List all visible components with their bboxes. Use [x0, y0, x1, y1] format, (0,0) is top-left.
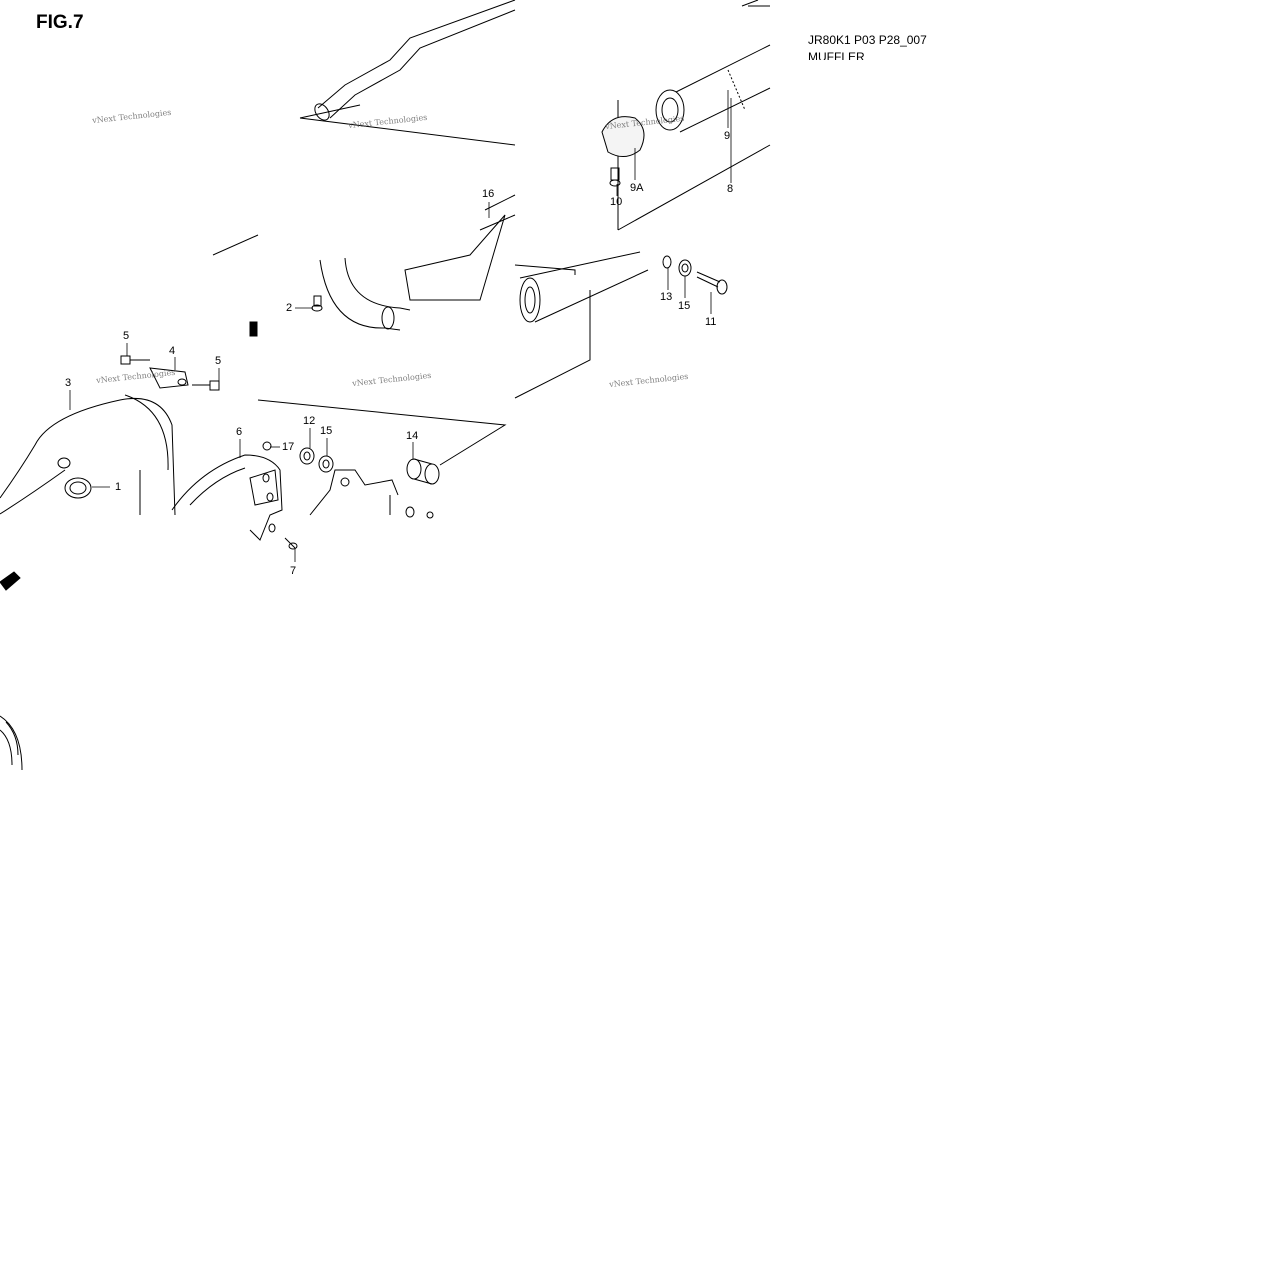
guide-line-upper	[212, 234, 259, 256]
f-mark	[249, 321, 258, 337]
muffler-tube	[514, 251, 649, 323]
bolt-7	[284, 537, 298, 550]
guard-fragment	[0, 715, 23, 771]
callout-3: 3	[65, 377, 72, 389]
callout-8: 8	[727, 183, 734, 195]
callout-12: 12	[303, 415, 316, 427]
washer-15-upper	[678, 259, 692, 277]
top-fragment	[741, 0, 770, 7]
diagram-code: JR80K1 P03 P28_007	[808, 33, 927, 47]
mount-bracket	[309, 469, 434, 519]
middle-exhaust-chamber	[319, 194, 516, 331]
callout-1: 1	[115, 481, 122, 493]
guide-line-lower	[257, 399, 507, 466]
leader-lines	[69, 90, 732, 562]
washer-13	[662, 255, 672, 269]
bolt-5-right	[192, 380, 220, 391]
callout-5-left: 5	[123, 330, 130, 342]
callout-4: 4	[169, 345, 176, 357]
bracket-4	[149, 367, 189, 389]
washer-12	[299, 447, 315, 465]
callout-14: 14	[406, 430, 419, 442]
bolt-17	[262, 441, 272, 451]
heat-guard-6	[171, 454, 283, 541]
callout-9a: 9A	[630, 182, 644, 194]
seal-14	[406, 458, 440, 485]
bolt-5-left	[120, 355, 150, 365]
callout-9: 9	[724, 130, 731, 142]
diagram-name: MUFFLER	[808, 50, 865, 60]
bolt-10	[609, 167, 621, 187]
silencer-body	[617, 44, 771, 231]
bolt-11	[696, 271, 728, 295]
callout-15-upper: 15	[678, 300, 691, 312]
front-arrow-mark	[0, 571, 21, 591]
upper-pipe	[299, 0, 516, 146]
callout-15-lower: 15	[320, 425, 333, 437]
exhaust-chamber-3	[0, 394, 176, 516]
bolt-2	[311, 295, 323, 312]
callout-6: 6	[236, 426, 243, 438]
callout-17: 17	[282, 441, 295, 453]
callout-16: 16	[482, 188, 495, 200]
callout-11: 11	[705, 316, 717, 328]
end-cap-9a	[601, 116, 645, 157]
callout-13: 13	[660, 291, 673, 303]
callout-5-right: 5	[215, 355, 222, 367]
washer-15-lower	[318, 455, 334, 473]
callout-10: 10	[610, 196, 623, 208]
guide-line-right	[514, 290, 591, 399]
callout-7: 7	[290, 565, 297, 577]
callout-2: 2	[286, 302, 293, 314]
figure-title: FIG.7	[36, 12, 84, 33]
